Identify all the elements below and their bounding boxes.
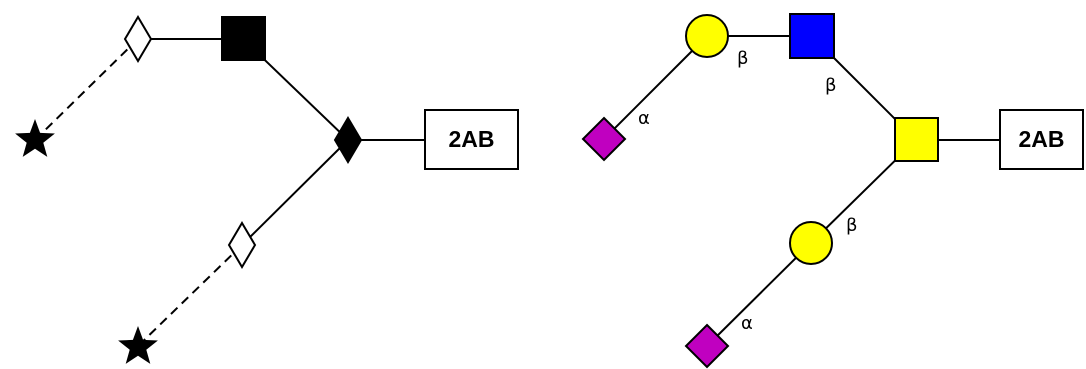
left-dashed-bond-upper-star: [34, 38, 139, 141]
right-2ab-label: 2AB: [999, 109, 1084, 170]
right-linkage-lower-sia-alpha: α: [741, 313, 753, 334]
left-filled-diamond-icon: [333, 116, 363, 164]
right-bond-lower-circle-to-lower-diamond: [706, 242, 812, 347]
left-star-icon-lower: [118, 326, 158, 364]
left-open-diamond-icon-lower: [227, 221, 257, 269]
left-dashed-bond-lower-star: [137, 244, 243, 347]
left-2ab-box: [424, 109, 519, 170]
right-glycan-structure: 2AB β β α β α: [581, 13, 1084, 369]
right-linkage-upper-gal-beta: β: [737, 48, 749, 69]
left-open-diamond-icon-upper: [123, 15, 153, 63]
right-blue-square-icon: [789, 13, 835, 59]
right-2ab-box: [999, 109, 1084, 170]
right-linkage-glcnac-beta: β: [825, 75, 837, 96]
left-2ab-label: 2AB: [424, 109, 519, 170]
left-glycan-structure: 2AB: [15, 15, 519, 364]
left-filled-square-icon: [221, 16, 266, 61]
right-2ab-text: 2AB: [1018, 126, 1064, 152]
right-yellow-square-icon: [894, 117, 939, 162]
right-linkage-upper-sia-alpha: α: [638, 108, 650, 129]
right-linkage-lower-gal-beta: β: [846, 215, 858, 236]
right-yellow-circle-icon-lower: [789, 221, 833, 265]
left-2ab-text: 2AB: [448, 126, 494, 152]
right-yellow-circle-icon-upper: [685, 14, 729, 58]
left-bond-diamond-to-lower-open: [241, 139, 349, 246]
right-bond-upper-circle-to-upper-diamond: [603, 35, 708, 140]
left-star-icon-upper: [15, 119, 55, 157]
right-magenta-diamond-icon-upper: [581, 116, 627, 162]
right-magenta-diamond-icon-lower: [684, 323, 730, 369]
